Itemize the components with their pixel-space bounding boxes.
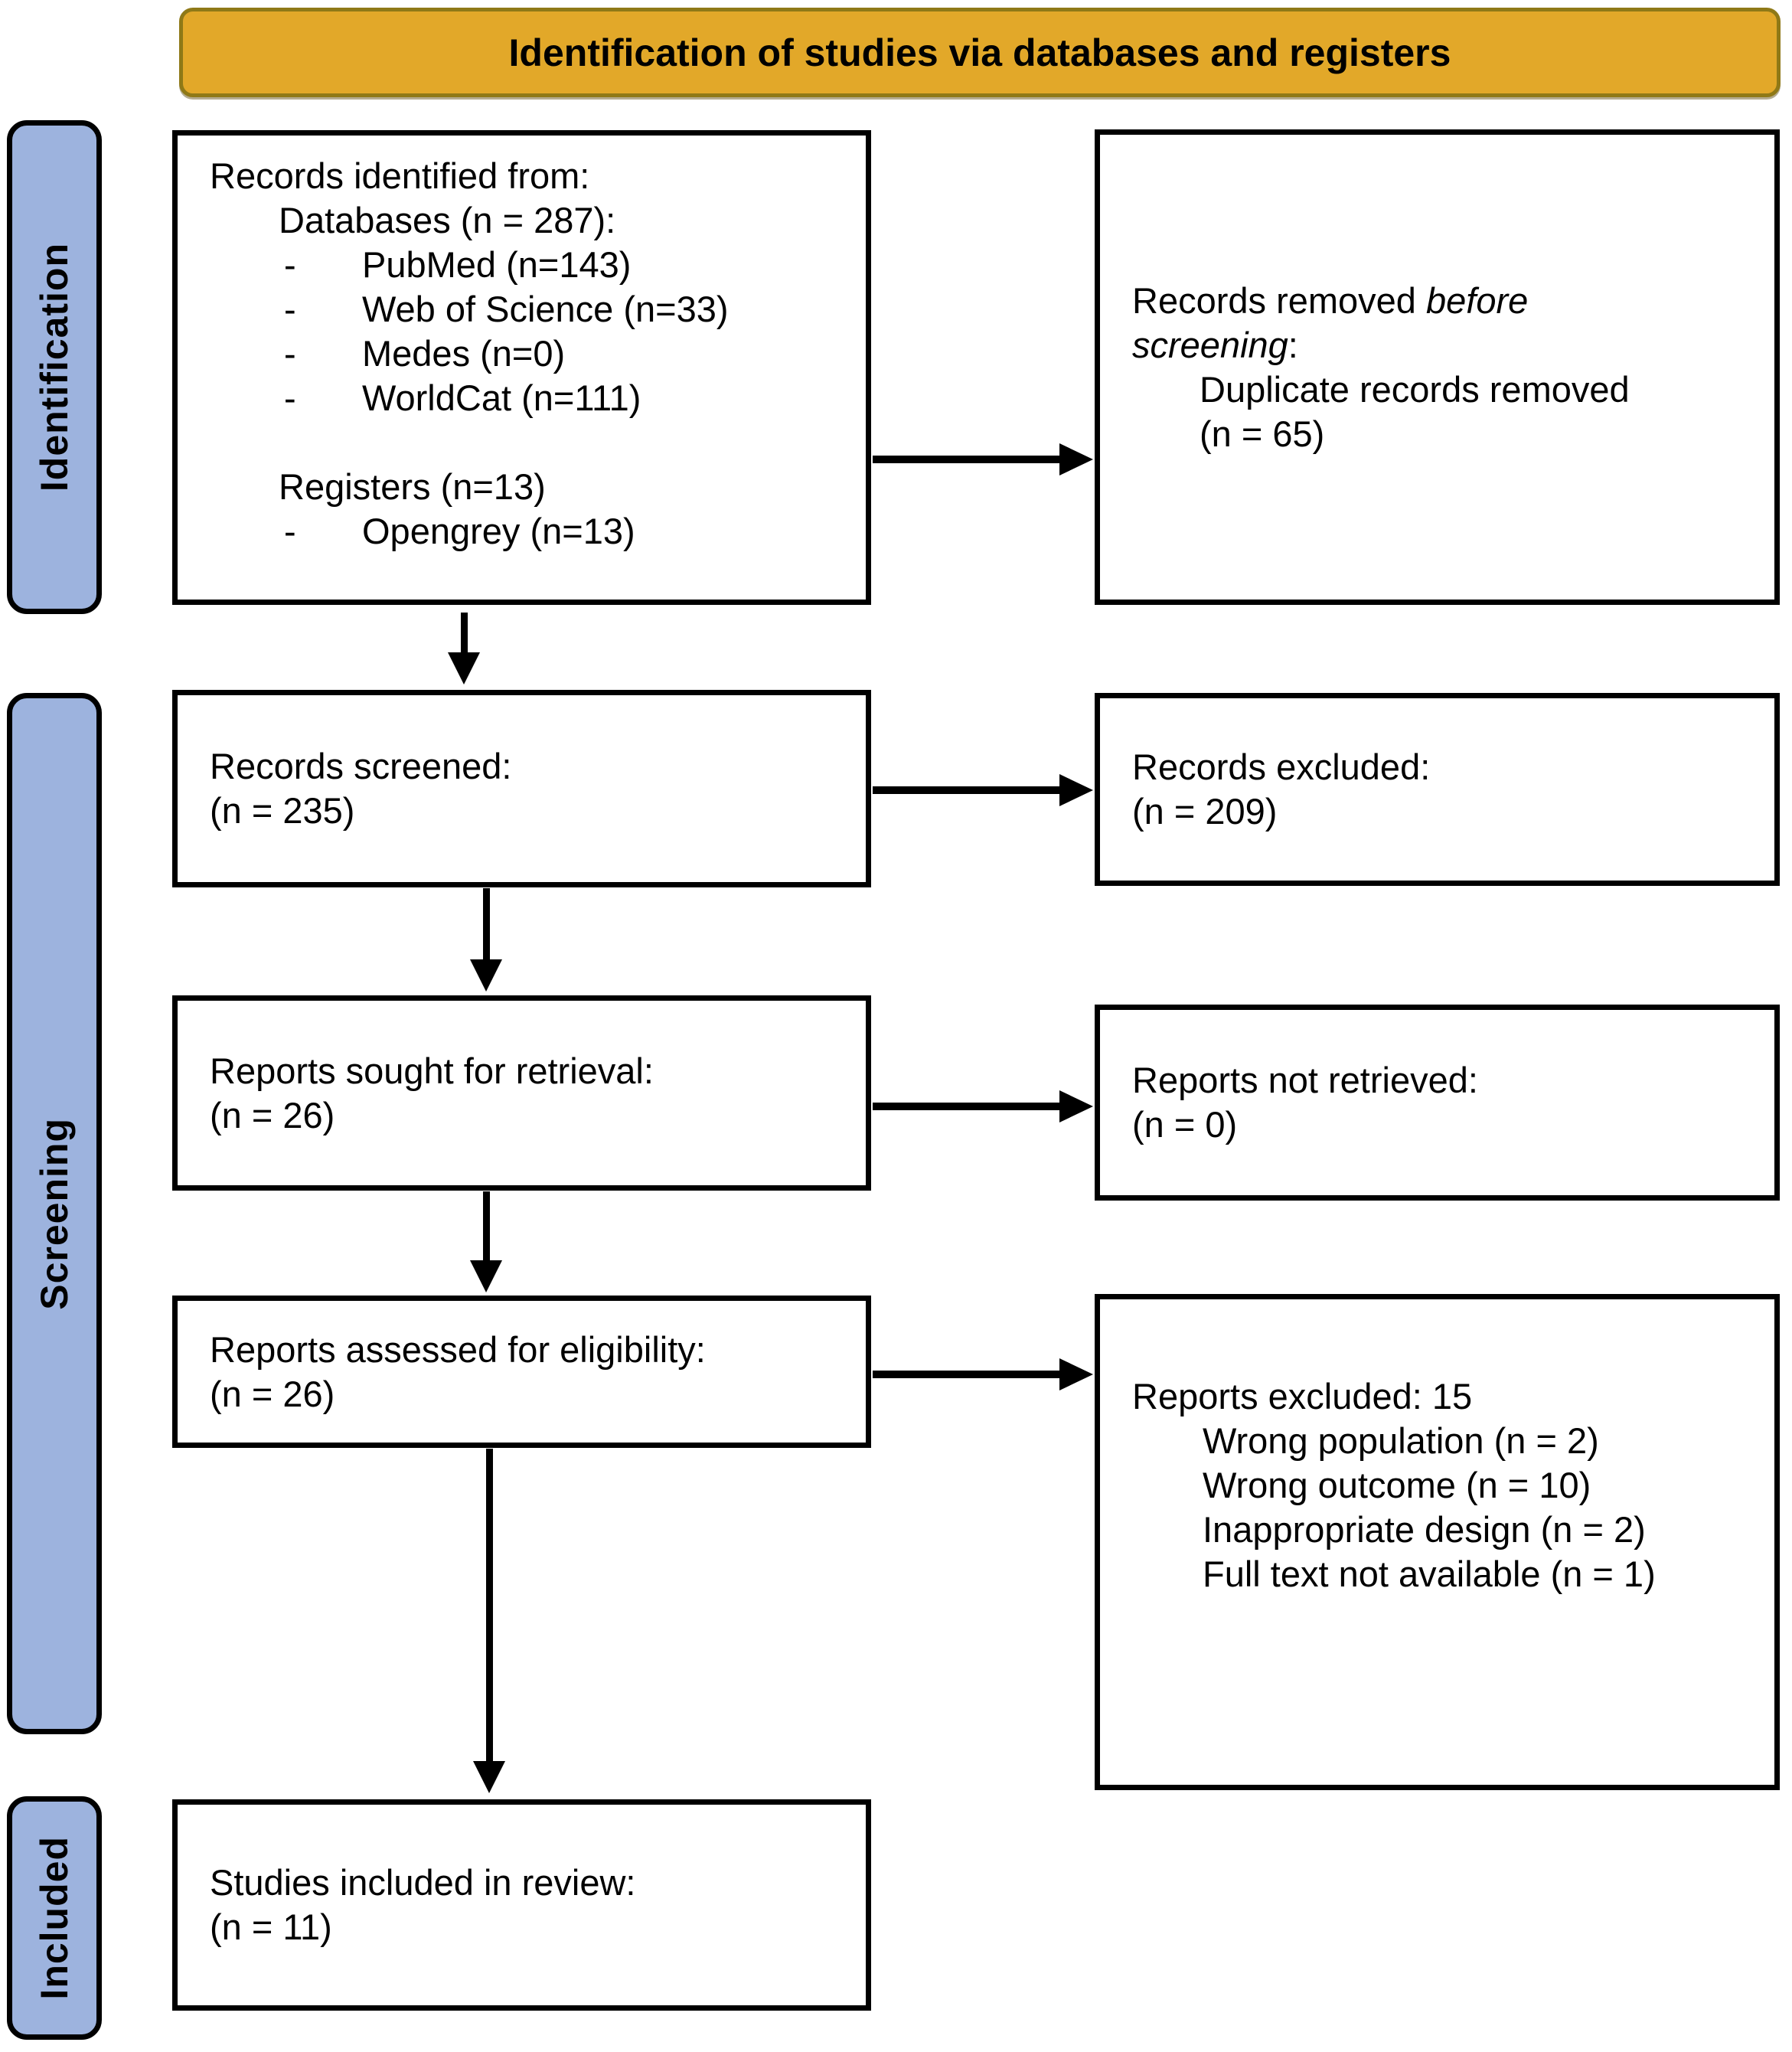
arrow-shaft [483,1191,490,1262]
duplicates-removed-label: Duplicate records removed [1200,368,1630,410]
arrow-head [448,652,480,685]
box-records-identified: Records identified from: Databases (n = … [172,130,871,605]
records-screened-count: (n = 235) [210,790,355,831]
database-item: - Web of Science (n=33) [284,287,852,332]
arrow-shaft [486,1449,493,1763]
database-item-label: Web of Science (n=33) [362,289,729,329]
bullet-dash: - [284,289,296,329]
databases-heading: Databases (n = 287): [279,200,616,240]
stage-label-included-text: Included [33,1836,76,2000]
reports-assessed-count: (n = 26) [210,1373,335,1414]
records-removed-line1: Records removed before [1132,279,1761,323]
database-item-label: Medes (n=0) [362,333,566,374]
studies-included-label: Studies included in review: [210,1862,636,1903]
registers-heading: Registers (n=13) [279,466,546,507]
register-item-label: Opengrey (n=13) [362,511,635,551]
bullet-dash: - [284,377,296,418]
box-studies-included: Studies included in review: (n = 11) [172,1799,871,2011]
bullet-dash: - [284,511,296,551]
records-excluded-count: (n = 209) [1132,791,1278,832]
banner-title: Identification of studies via databases … [179,8,1781,97]
box-reports-sought: Reports sought for retrieval: (n = 26) [172,995,871,1191]
arrow-head [470,1260,502,1292]
database-item-label: WorldCat (n=111) [362,377,641,418]
bullet-dash: - [284,333,296,374]
arrow-head [470,959,502,992]
arrow-shaft [873,456,1060,463]
spacer-line [210,420,852,465]
database-item: - Medes (n=0) [284,332,852,376]
arrow-head [473,1761,505,1793]
records-removed-line2-normal: : [1288,324,1298,365]
studies-included-count: (n = 11) [210,1907,332,1947]
reports-not-retrieved-label: Reports not retrieved: [1132,1060,1478,1100]
records-removed-line2: screening: [1132,323,1761,368]
arrow-head [1059,1090,1093,1122]
database-item: - PubMed (n=143) [284,243,852,287]
exclusion-reason: Full text not available (n = 1) [1203,1554,1656,1594]
arrow-shaft [483,888,490,961]
box-reports-not-retrieved: Reports not retrieved: (n = 0) [1095,1005,1780,1201]
exclusion-reason: Inappropriate design (n = 2) [1203,1509,1646,1550]
arrow-head [1059,774,1093,806]
arrow-head [1059,1358,1093,1390]
stage-label-identification-text: Identification [33,242,76,492]
box-reports-assessed: Reports assessed for eligibility: (n = 2… [172,1296,871,1448]
register-item: - Opengrey (n=13) [284,509,852,554]
records-identified-title: Records identified from: [210,155,590,196]
box-reports-excluded: Reports excluded: 15 Wrong population (n… [1095,1294,1780,1790]
arrow-shaft [873,1371,1060,1378]
stage-label-screening-text: Screening [33,1117,76,1310]
exclusion-reason: Wrong outcome (n = 10) [1203,1465,1591,1505]
reports-sought-label: Reports sought for retrieval: [210,1050,654,1091]
arrow-shaft [873,1103,1060,1110]
records-removed-line2-italic: screening [1132,324,1288,365]
reports-sought-count: (n = 26) [210,1094,335,1135]
reports-excluded-title: Reports excluded: 15 [1132,1376,1473,1416]
records-excluded-label: Records excluded: [1132,747,1431,787]
box-records-screened: Records screened: (n = 235) [172,690,871,887]
reports-not-retrieved-count: (n = 0) [1132,1104,1238,1145]
records-removed-line1-italic: before [1426,279,1529,321]
records-screened-label: Records screened: [210,746,512,786]
stage-label-screening: Screening [7,693,102,1734]
duplicates-removed-count: (n = 65) [1200,413,1325,454]
reports-assessed-label: Reports assessed for eligibility: [210,1328,706,1370]
stage-label-identification: Identification [7,120,102,614]
box-records-removed: Records removed before screening: Duplic… [1095,129,1780,605]
bullet-dash: - [284,244,296,285]
records-removed-line1-normal: Records removed [1132,279,1426,321]
database-item: - WorldCat (n=111) [284,376,852,420]
arrow-shaft [461,613,468,654]
box-records-excluded: Records excluded: (n = 209) [1095,693,1780,886]
arrow-shaft [873,786,1060,794]
stage-label-included: Included [7,1796,102,2040]
database-item-label: PubMed (n=143) [362,244,632,285]
arrow-head [1059,443,1093,475]
exclusion-reason: Wrong population (n = 2) [1203,1420,1599,1461]
